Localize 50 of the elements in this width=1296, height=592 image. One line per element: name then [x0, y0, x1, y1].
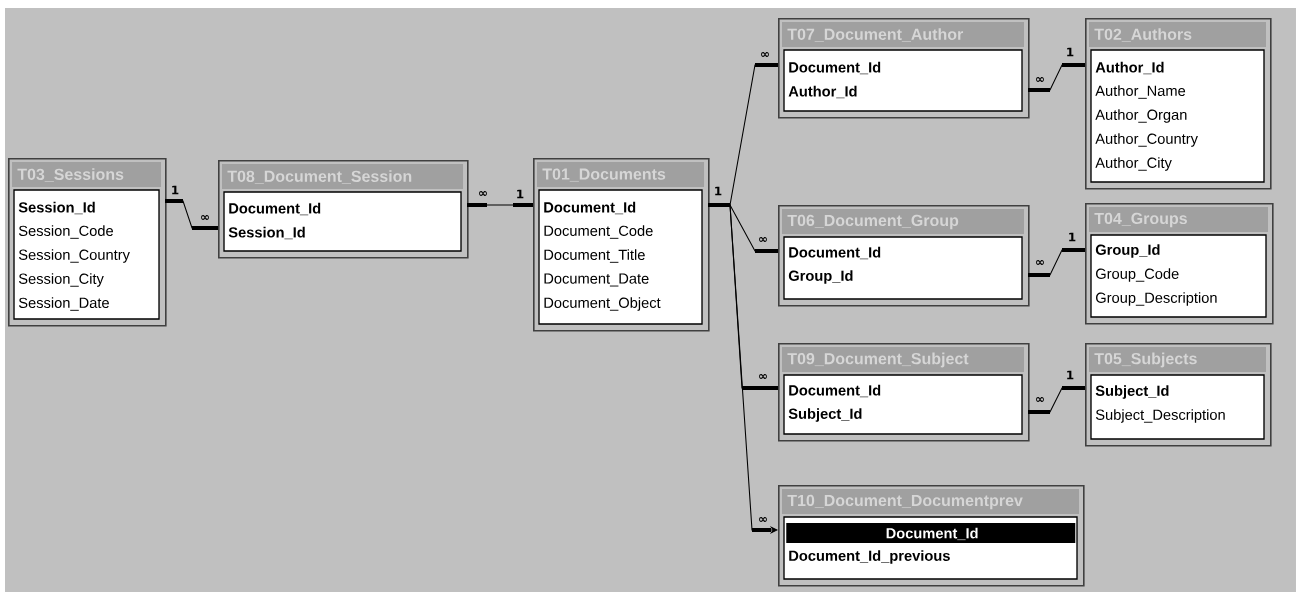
field-name: Group_Id — [788, 270, 853, 284]
field-name: Author_Country — [1095, 133, 1198, 147]
field-name: Document_Id — [544, 201, 636, 215]
relationship-line — [467, 203, 534, 207]
field-name: Author_Id — [788, 85, 857, 99]
field-name: Session_City — [18, 273, 104, 287]
field-name: Document_Code — [544, 225, 653, 239]
field-name: Session_Id — [228, 226, 305, 240]
field-name: Group_Code — [1096, 268, 1179, 282]
field-name: Document_Id_previous — [789, 550, 950, 564]
cardinality-label: ∞ — [201, 214, 209, 220]
field-name: Session_Country — [18, 249, 130, 263]
selected-field: Document_Id — [786, 523, 1076, 543]
field-name: Document_Id — [789, 61, 881, 75]
cardinality-label: ∞ — [759, 516, 767, 522]
field-name: Subject_Id — [1095, 385, 1169, 399]
relationship-line — [1028, 63, 1086, 92]
cardinality-label: ∞ — [1036, 396, 1044, 402]
cardinality-label: 1 — [1067, 370, 1074, 380]
relationship-line — [165, 199, 219, 230]
field-name: Document_Title — [544, 249, 645, 263]
field-name: Document_Date — [544, 273, 649, 287]
relationship-line — [1028, 248, 1086, 277]
field-name: Subject_Description — [1095, 409, 1225, 423]
field-name: Document_Id — [789, 246, 881, 260]
cardinality-label: ∞ — [759, 236, 767, 242]
field-name: Author_Organ — [1095, 109, 1187, 123]
field-name: Author_City — [1095, 157, 1172, 171]
cardinality-label: ∞ — [1036, 76, 1044, 82]
field-name: Document_Id — [229, 202, 321, 216]
field-name: Session_Id — [18, 201, 95, 215]
field-name: Group_Id — [1095, 244, 1160, 258]
field-name: Document_Object — [544, 297, 661, 311]
cardinality-label: ∞ — [1036, 259, 1044, 265]
cardinality-label: 1 — [172, 185, 179, 195]
cardinality-label: ∞ — [761, 51, 769, 57]
field-name: Author_Id — [1095, 61, 1164, 75]
relationship-line — [1028, 386, 1086, 414]
cardinality-label: 1 — [517, 189, 524, 199]
cardinality-label: 1 — [715, 186, 722, 196]
field-name: Group_Description — [1096, 292, 1217, 306]
cardinality-label: ∞ — [479, 190, 487, 196]
field-name: Subject_Id — [788, 408, 862, 422]
field-name: Session_Code — [18, 225, 113, 239]
field-name: Author_Name — [1095, 85, 1186, 99]
cardinality-label: 1 — [1067, 47, 1074, 57]
field-name: Document_Id — [789, 384, 881, 398]
cardinality-label: ∞ — [759, 373, 767, 379]
cardinality-label: 1 — [1069, 232, 1076, 242]
field-name: Session_Date — [18, 297, 109, 311]
